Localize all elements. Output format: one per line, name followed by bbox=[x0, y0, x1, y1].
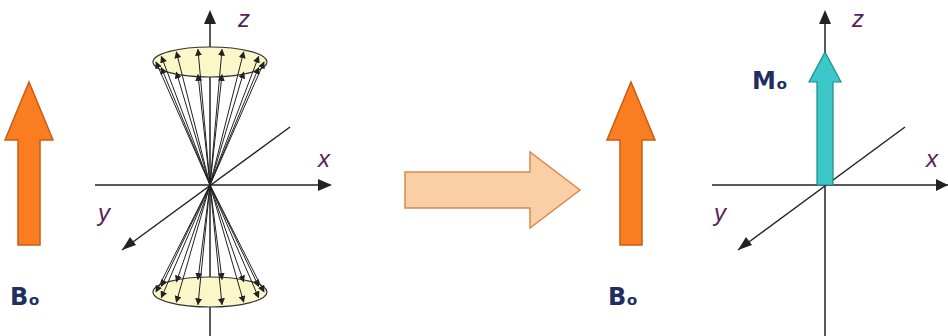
axis-head bbox=[936, 179, 948, 191]
magnetization-vector bbox=[809, 52, 841, 185]
axis-head bbox=[204, 10, 216, 24]
vector-label: Bₒ bbox=[8, 284, 42, 310]
spin-arrow bbox=[210, 68, 259, 185]
spin-arrow bbox=[161, 185, 210, 286]
spin-arrow bbox=[198, 49, 210, 185]
axis-head bbox=[738, 237, 752, 250]
spin-arrow bbox=[210, 185, 259, 298]
axis-head bbox=[122, 237, 136, 250]
spin-arrow bbox=[210, 56, 259, 185]
spin-arrow bbox=[210, 52, 244, 185]
axis-label: x bbox=[316, 146, 332, 172]
axis-label: y bbox=[712, 200, 728, 226]
spin-arrow bbox=[161, 185, 210, 298]
spin-arrow bbox=[176, 52, 210, 185]
spin-arrow bbox=[210, 185, 244, 282]
spin-arrow bbox=[210, 185, 264, 292]
spin-arrow bbox=[210, 49, 222, 185]
field-arrow bbox=[607, 82, 655, 245]
spin-arrow bbox=[210, 185, 259, 286]
axis-label: x bbox=[924, 146, 940, 172]
field-arrow bbox=[5, 82, 53, 245]
vector-label: Bₒ bbox=[606, 284, 640, 310]
spin-arrow bbox=[176, 185, 210, 282]
spin-arrow bbox=[210, 62, 264, 185]
precession-cone-top bbox=[153, 47, 267, 77]
axis-label: y bbox=[96, 200, 112, 226]
axis-label: z bbox=[850, 6, 866, 32]
spin-arrow bbox=[210, 185, 222, 279]
axis-head bbox=[318, 179, 332, 191]
axis-label: z bbox=[236, 6, 252, 32]
axis-head bbox=[819, 10, 831, 24]
precession-cone-bottom bbox=[153, 277, 267, 307]
spin-arrow bbox=[156, 62, 210, 185]
spin-vectors bbox=[156, 49, 264, 304]
spin-arrow bbox=[198, 185, 210, 279]
transition-arrow bbox=[405, 152, 580, 228]
spin-arrow bbox=[161, 56, 210, 185]
spin-arrow bbox=[156, 185, 210, 292]
vector-label: Mₒ bbox=[750, 68, 790, 94]
